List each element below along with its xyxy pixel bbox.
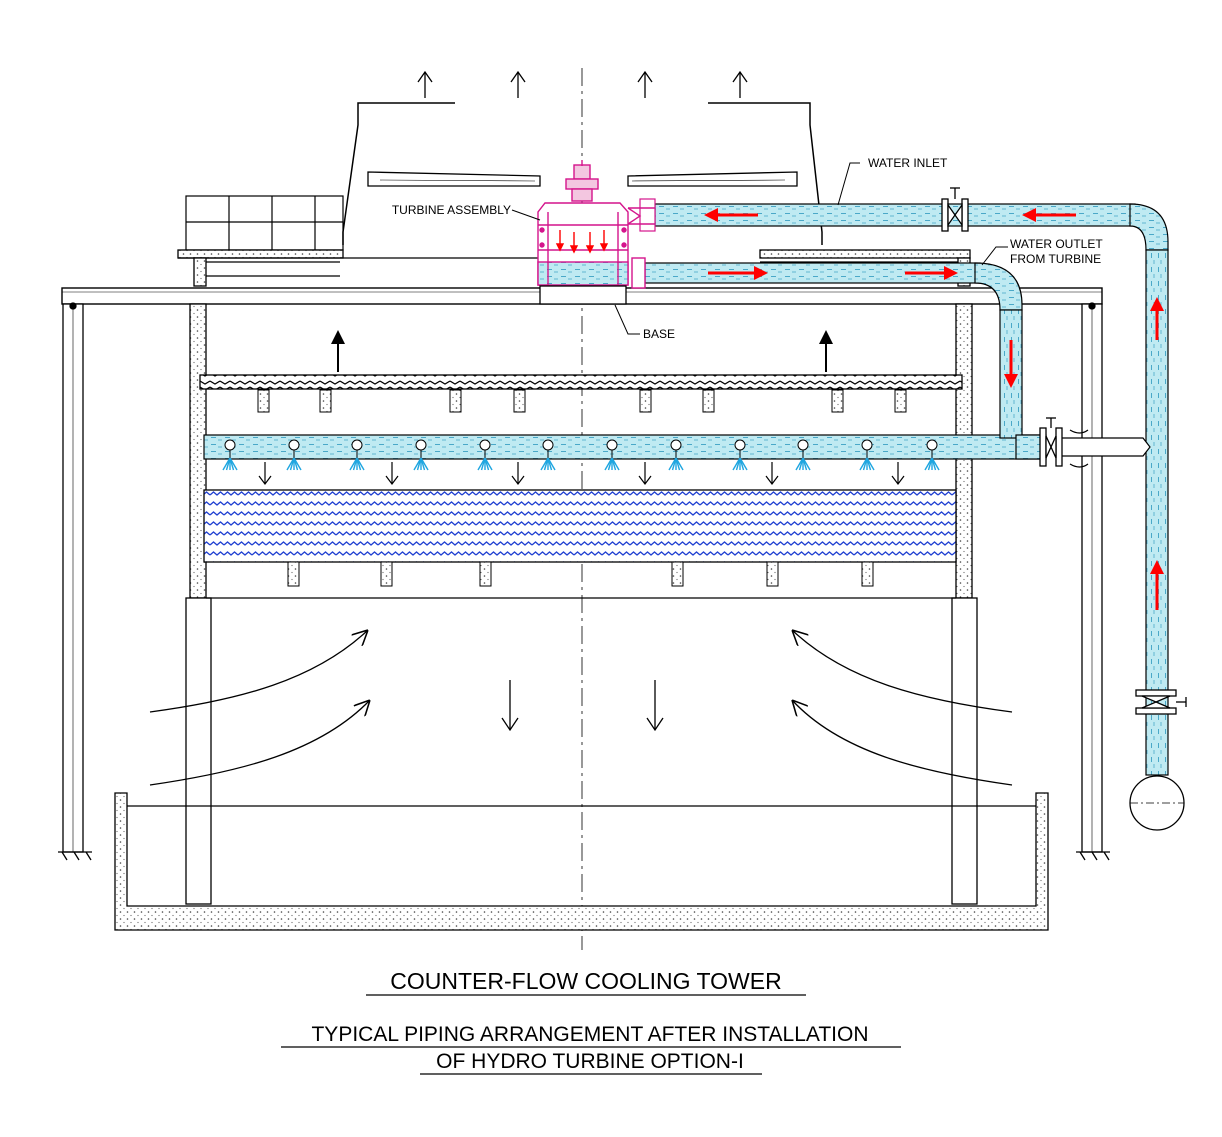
spray-nozzle [477, 439, 493, 471]
cold-water-basin [114, 792, 1049, 931]
air-up-arrows [331, 330, 833, 372]
air-inlet-arrows [149, 630, 1013, 786]
label-water-outlet-line2: FROM TURBINE [1010, 252, 1101, 266]
spray-nozzle [222, 439, 238, 471]
label-turbine-assembly: TURBINE ASSEMBLY [392, 203, 511, 217]
callout-leaders [511, 162, 1008, 335]
spray-nozzle [349, 439, 365, 471]
spray-nozzle [540, 439, 556, 471]
title-sub-line1: TYPICAL PIPING ARRANGEMENT AFTER INSTALL… [311, 1023, 868, 1046]
label-water-inlet: WATER INLET [868, 156, 948, 170]
turbine-down-arrows [555, 230, 609, 254]
fill-media [203, 489, 957, 563]
distribution-header [203, 434, 1043, 460]
spray-nozzles [222, 439, 940, 471]
spray-nozzle [795, 439, 811, 471]
flow-arrows [704, 208, 1164, 610]
turbine-assembly [537, 160, 655, 289]
turbine-base [539, 285, 627, 305]
fill-supports [287, 561, 874, 587]
spray-nozzle [668, 439, 684, 471]
title-main: COUNTER-FLOW COOLING TOWER [390, 968, 781, 994]
spray-nozzle [413, 439, 429, 471]
exhaust-arrows [417, 70, 748, 98]
valves [941, 187, 1187, 715]
eliminator-supports [257, 389, 907, 413]
inlet-pipe [639, 198, 1169, 776]
label-water-outlet-line1: WATER OUTLET [1010, 237, 1103, 251]
drift-eliminator [199, 374, 963, 390]
label-base: BASE [643, 327, 675, 341]
spray-nozzle [604, 439, 620, 471]
spray-nozzle [286, 439, 302, 471]
spray-nozzle [924, 439, 940, 471]
supply-header-section [1129, 775, 1185, 831]
fan-blades [367, 171, 798, 187]
spray-nozzle [732, 439, 748, 471]
water-down-arrows [258, 462, 905, 485]
handrail [185, 195, 344, 251]
spray-nozzle [859, 439, 875, 471]
title-sub-line2: OF HYDRO TURBINE OPTION-I [436, 1050, 744, 1073]
tower-casing [185, 303, 978, 905]
